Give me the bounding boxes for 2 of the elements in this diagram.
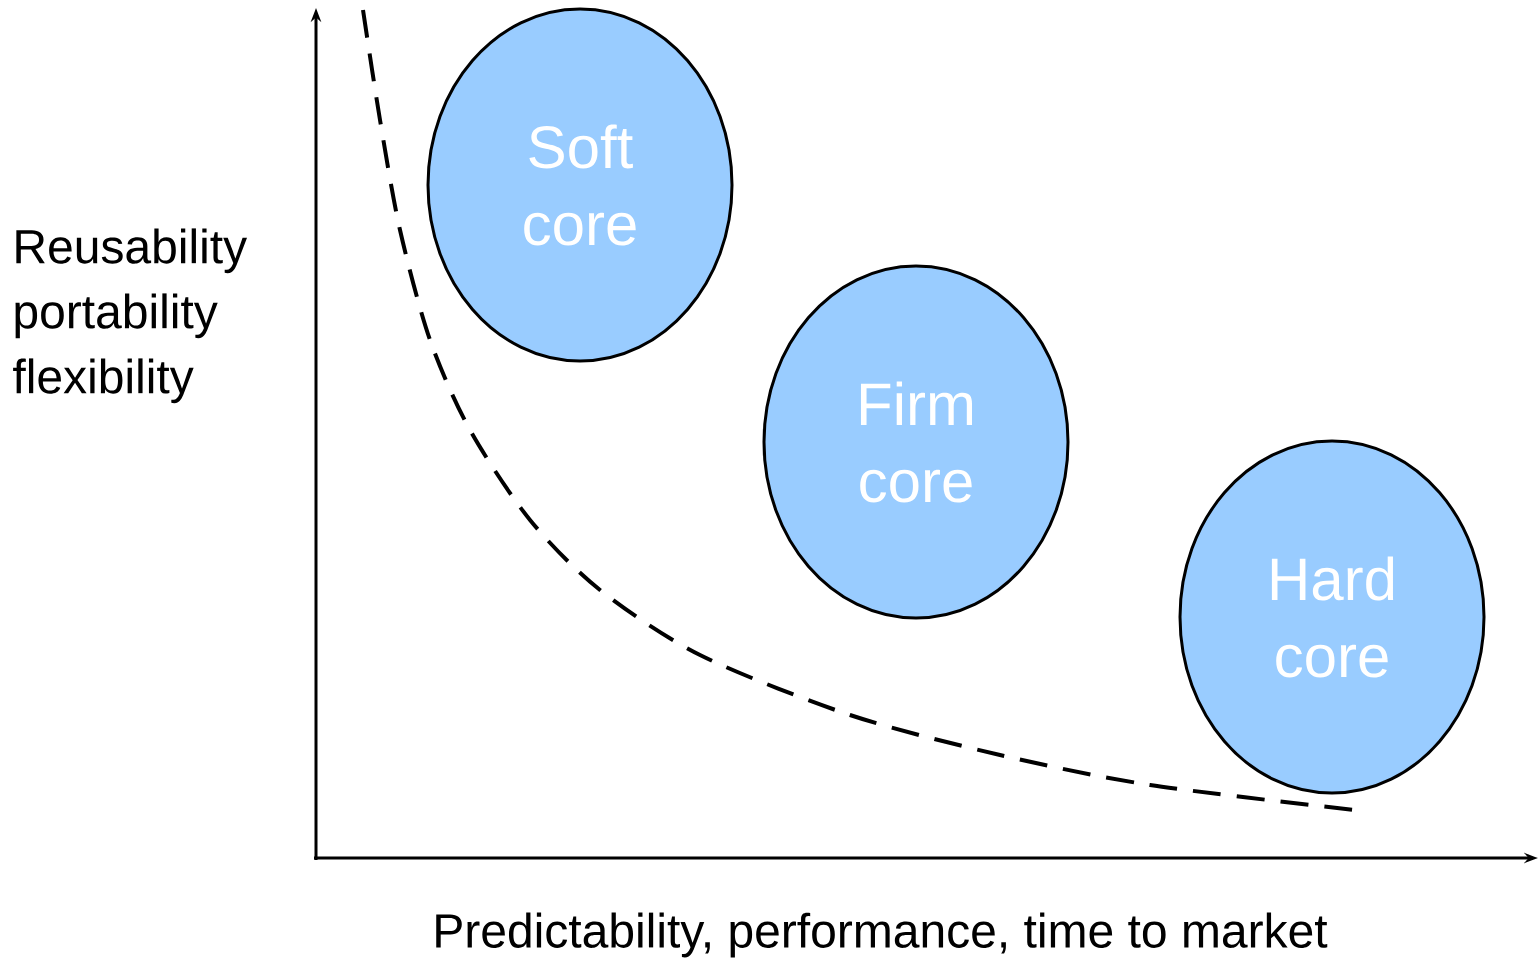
axis-label: Predictability, performance, time to market [436, 912, 1328, 958]
axis-label: Reusability portability flexibility [13, 228, 248, 404]
